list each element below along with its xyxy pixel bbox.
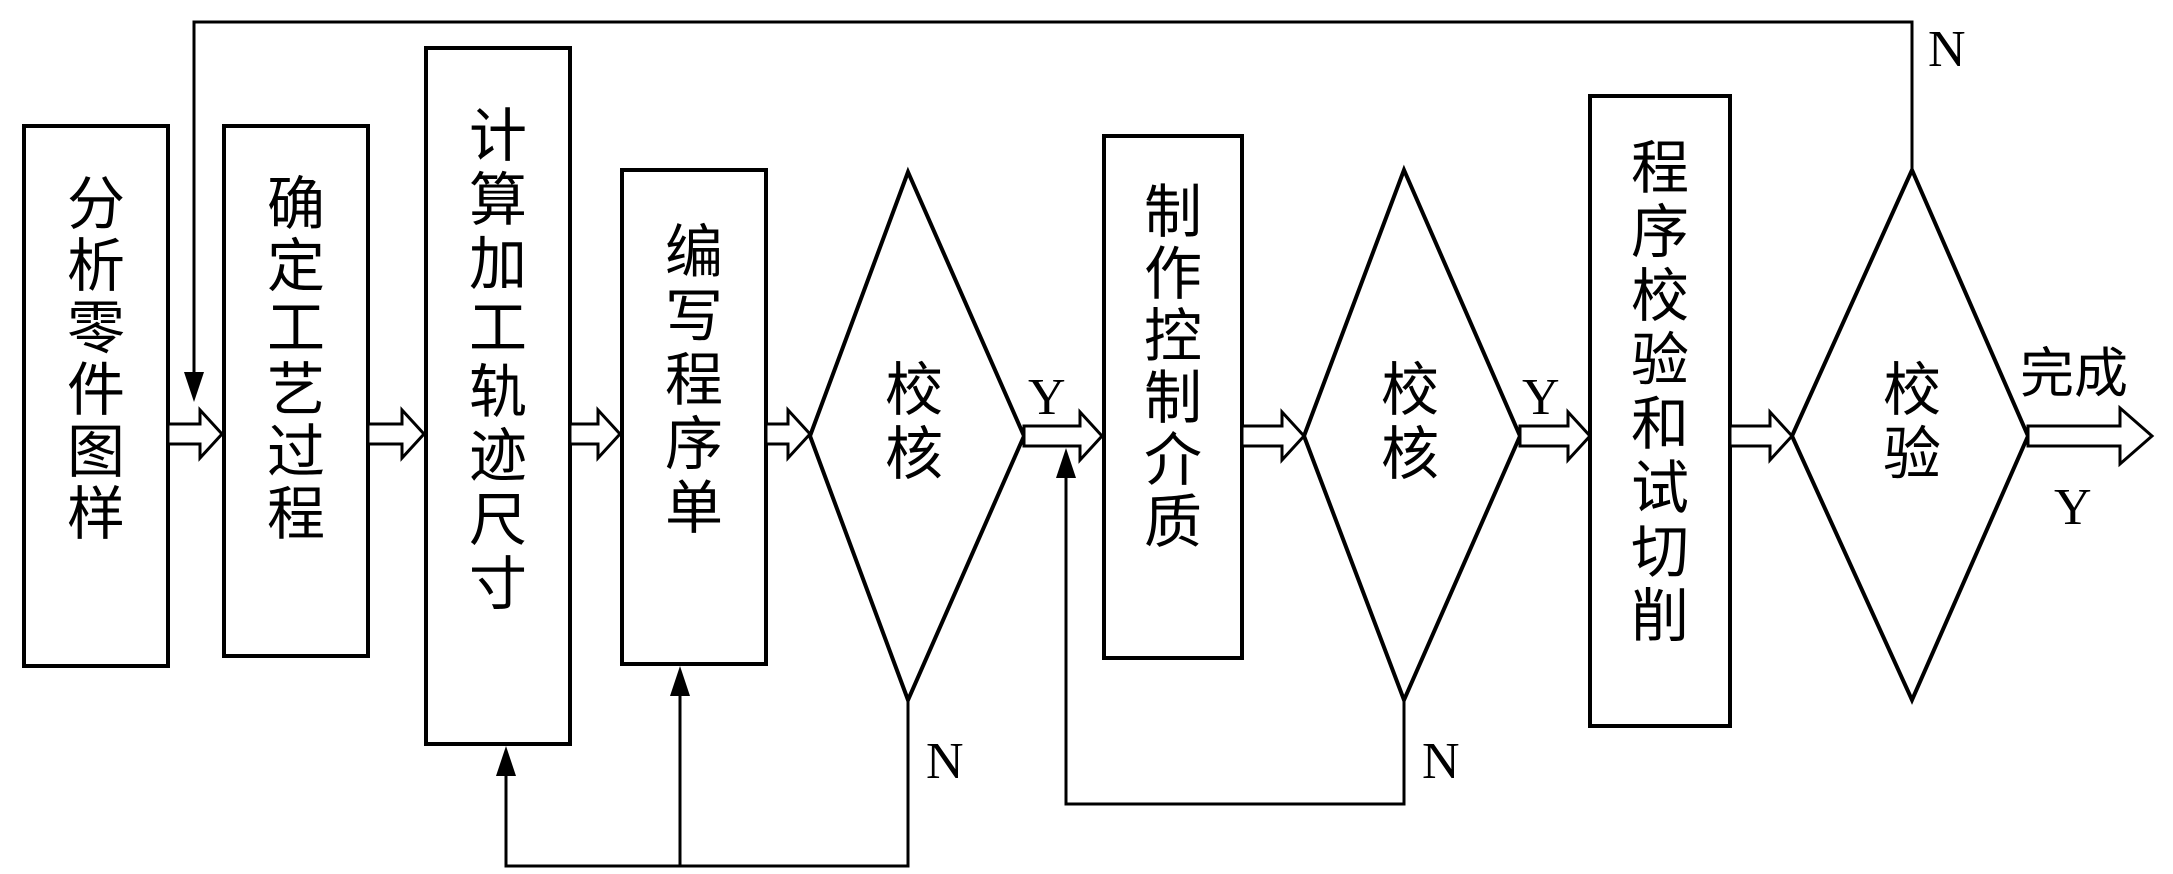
arrow-analyze-to-process [166,406,225,462]
arrow-write-to-check1 [764,406,813,462]
label-no-verify: N [1928,21,1966,78]
arrow-media-to-check2 [1240,408,1307,464]
label-yes-check2: Y [1522,369,1560,426]
arrowhead-to-media-input [1056,448,1076,478]
label-yes-check1: Y [1028,369,1066,426]
text-calculate: 计算加工轨迹尺寸 [469,102,527,618]
loop-check1-no [504,700,910,868]
arrowhead-to-calculate [496,746,516,776]
arrow-check1-to-media [1022,408,1105,464]
loop-verify-no [192,20,1914,384]
box-analyze [22,124,170,668]
text-media: 制作控制介质 [1144,178,1202,556]
arrow-verify-to-done [2026,404,2155,468]
text-check1: 校核 [885,356,943,488]
text-write: 编写程序单 [665,218,723,542]
text-analyze: 分析零件图样 [67,170,125,548]
box-write [620,168,768,666]
box-calculate [424,46,572,746]
arrowhead-to-process-input [184,372,204,402]
loop-check2-no [1064,470,1406,806]
text-check2: 校核 [1381,356,1439,488]
arrow-calculate-to-write [568,406,623,462]
arrow-check2-to-trial [1518,408,1593,464]
text-trial: 程序校验和试切削 [1631,134,1689,650]
label-done: 完成 [2020,342,2128,405]
box-process [222,124,370,658]
box-media [1102,134,1244,660]
arrowhead-to-write [670,666,690,696]
label-no-check2: N [1422,733,1460,790]
box-trial [1588,94,1732,728]
arrow-process-to-calculate [366,406,427,462]
arrow-trial-to-verify [1728,408,1795,464]
text-verify: 校验 [1883,356,1941,488]
text-process: 确定工艺过程 [267,170,325,548]
label-no-check1: N [926,733,964,790]
diamond-verify [1789,165,2031,705]
label-yes-verify: Y [2054,479,2092,536]
